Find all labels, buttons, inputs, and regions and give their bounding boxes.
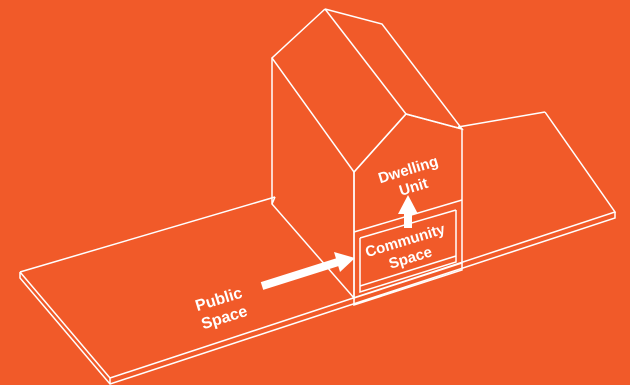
house-roof-back (271, 8, 407, 174)
house-roof-top (324, 8, 464, 131)
house-front-gable (353, 113, 463, 300)
house-ground-line (271, 196, 463, 307)
arrow-public-to-community (260, 252, 355, 290)
arrow-community-to-dwelling (398, 195, 418, 228)
ground-slab-edge (19, 212, 616, 385)
ground-slab-top (19, 111, 617, 379)
house-community-inner (359, 255, 457, 287)
